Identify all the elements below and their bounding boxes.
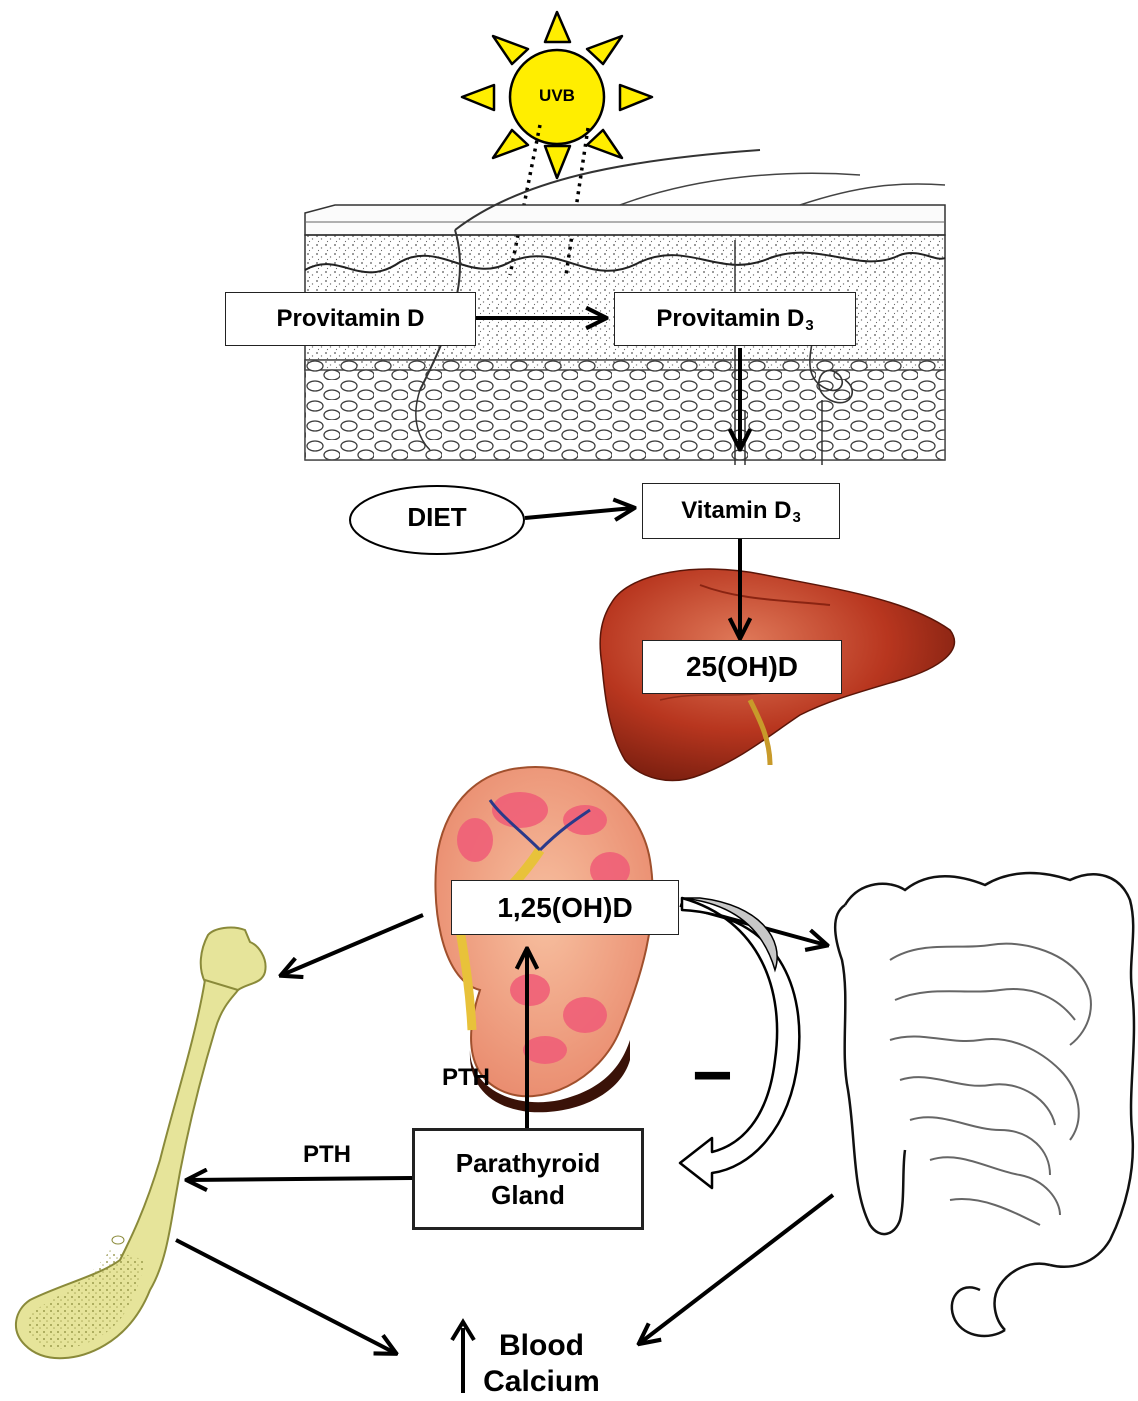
- inhibition-sign: −: [692, 1040, 733, 1110]
- arrow-calcitriol-to-bone: [282, 915, 423, 975]
- increase-arrow-icon: [452, 1322, 474, 1393]
- provitamin-d-box: Provitamin D: [225, 292, 476, 346]
- arrow-pth-to-bone: [188, 1178, 412, 1180]
- kidney-illustration: [435, 767, 652, 1112]
- pth-kidney-label: PTH: [442, 1064, 490, 1092]
- arrow-diet-to-vitamin-d3: [525, 508, 633, 518]
- calcidiol-box: 25(OH)D: [642, 640, 842, 694]
- femur-bone-illustration: [16, 928, 266, 1359]
- uvb-label: UVB: [517, 86, 597, 106]
- intestine-illustration: [835, 873, 1134, 1336]
- provitamin-d-label: Provitamin D: [276, 305, 424, 333]
- provitamin-d3-label: Provitamin D: [656, 305, 804, 333]
- vitamin-d3-label: Vitamin D: [681, 497, 791, 525]
- provitamin-d3-subscript: 3: [805, 318, 813, 334]
- arrow-intestine-to-blood-calcium: [640, 1195, 833, 1343]
- vitamin-d3-subscript: 3: [792, 510, 800, 526]
- parathyroid-label-line1: Parathyroid: [456, 1147, 601, 1179]
- pth-bone-label: PTH: [303, 1141, 351, 1169]
- calcidiol-label: 25(OH)D: [686, 651, 798, 683]
- blood-calcium-line2: Calcium: [474, 1364, 609, 1400]
- parathyroid-label-line2: Gland: [491, 1179, 565, 1211]
- blood-calcium-line1: Blood: [474, 1328, 609, 1364]
- calcitriol-box: 1,25(OH)D: [451, 880, 679, 935]
- calcitriol-label: 1,25(OH)D: [497, 892, 632, 924]
- parathyroid-gland-box: Parathyroid Gland: [412, 1128, 644, 1230]
- arrow-bone-to-blood-calcium: [176, 1240, 395, 1353]
- diet-label: DIET: [350, 502, 524, 533]
- blood-calcium-label: Blood Calcium: [474, 1328, 609, 1400]
